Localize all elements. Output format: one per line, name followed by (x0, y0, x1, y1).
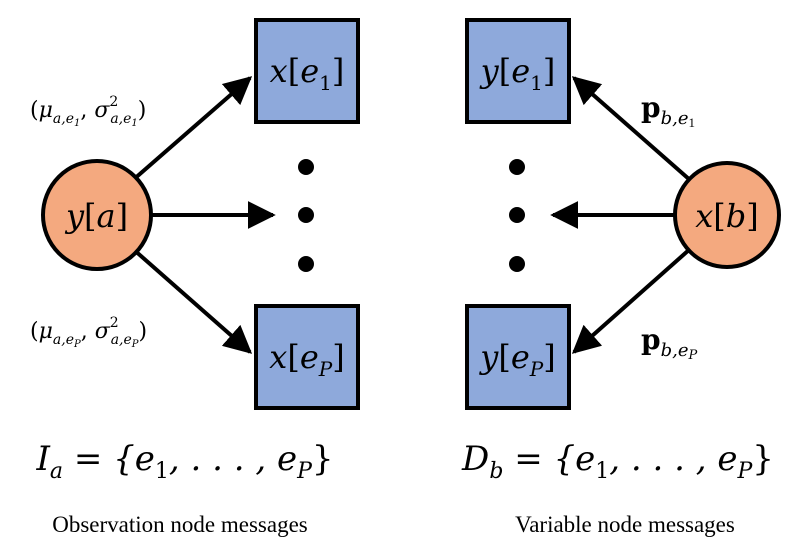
target-square-top-left (254, 18, 360, 124)
variable-node-circle (673, 161, 781, 269)
ellipsis-dot-top-left (298, 159, 314, 175)
ellipsis-dot-top-right (509, 159, 525, 175)
arrow-to-bottom-right (571, 247, 692, 354)
observation-node-label: y[a] (64, 197, 128, 235)
target-square-top-right (465, 18, 571, 124)
target-square-bottom-left (254, 304, 360, 410)
variable-panel: x[b] y[e1] y[eP] pb,e1 pb,eP Db = {e1, .… (461, 18, 781, 537)
variable-node-label: x[b] (695, 197, 759, 235)
target-label-top-left: x[e1] (270, 52, 345, 95)
target-square-bottom-right (465, 304, 571, 410)
caption-left: Observation node messages (52, 512, 308, 537)
arrow-to-top-left (131, 76, 253, 182)
set-equation-right: Db = {e1, . . . , eP} (461, 439, 774, 484)
ellipsis-dot-mid-right (509, 207, 525, 223)
target-label-bottom-right: y[eP] (478, 338, 555, 381)
observation-node-circle (41, 159, 153, 271)
arrow-to-top-right (571, 76, 692, 182)
arrow-to-bottom-left (131, 247, 253, 354)
ellipsis-dot-bottom-right (509, 256, 525, 272)
edge-label-bottom-right: pb,eP (641, 323, 697, 363)
edge-label-top-right: pb,e1 (641, 91, 695, 130)
target-label-bottom-left: x[eP] (269, 338, 344, 381)
target-label-top-right: y[e1] (479, 52, 556, 95)
caption-right: Variable node messages (515, 512, 735, 537)
ellipsis-dot-mid-left (298, 207, 314, 223)
ellipsis-dot-bottom-left (298, 256, 314, 272)
set-equation-left: Ia = {e1, . . . , eP} (35, 439, 333, 484)
